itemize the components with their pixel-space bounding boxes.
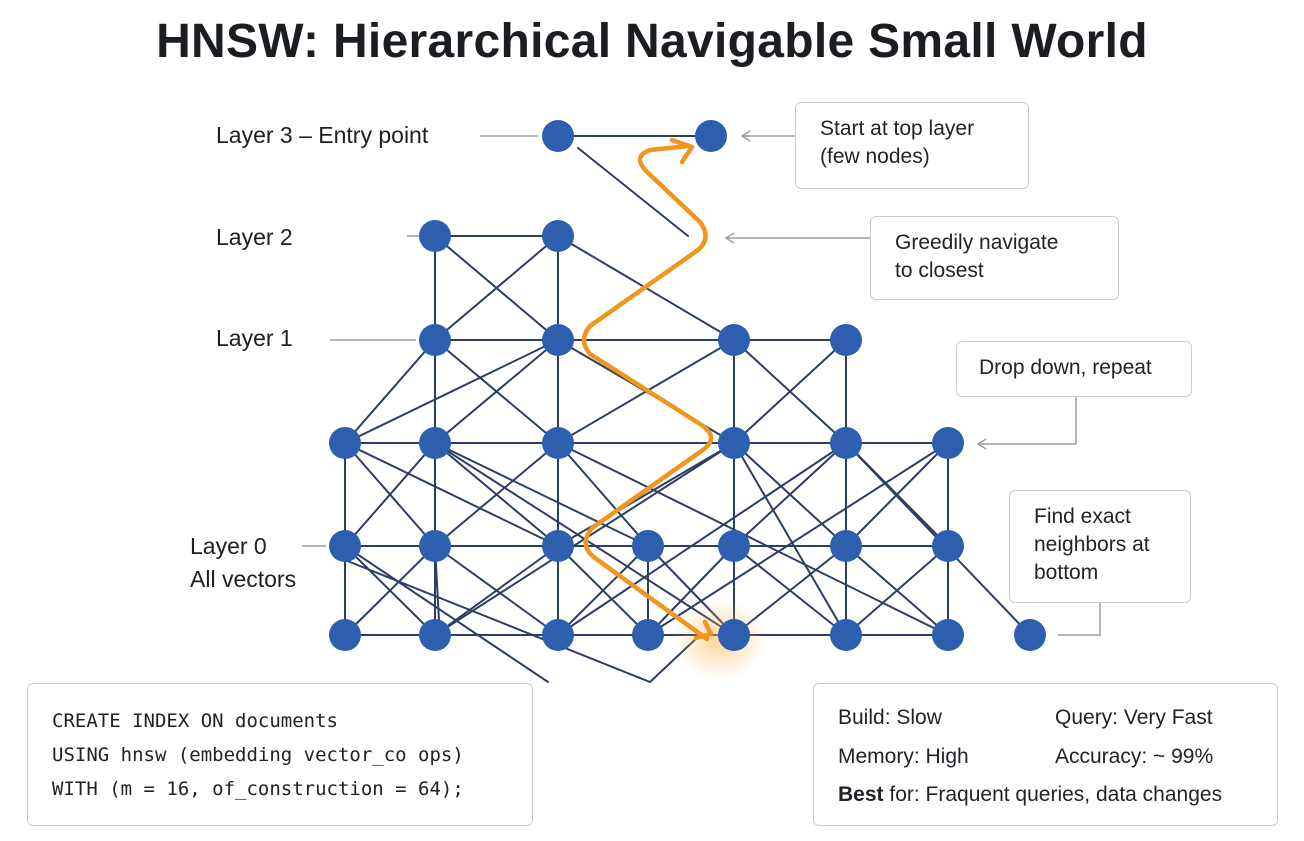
stat-query: Query: Very Fast [1055,706,1213,729]
graph-edge [557,442,949,636]
graph-node [419,324,451,356]
graph-node [329,619,361,651]
layer-3-label: Layer 3 – Entry point [216,122,429,148]
graph-edge [344,559,651,683]
callout-find-line-3: bottom [1034,561,1099,584]
graph-edge [434,235,559,341]
graph-edge [344,442,559,547]
graph-node [329,427,361,459]
stats-box: Build: Slow Query: Very Fast Memory: Hig… [813,683,1278,826]
graph-edge [845,545,949,636]
graph-edge [344,545,549,683]
graph-node [830,427,862,459]
search-path-end-arrowhead [693,619,714,641]
graph-node [632,530,664,562]
graph-node [1014,619,1046,651]
graph-edge [434,442,649,547]
graph-node [542,120,574,152]
stat-build: Build: Slow [838,706,942,729]
code-line-2: USING hnsw (embedding vector_co ops) [52,744,464,766]
graph-node [830,324,862,356]
graph-edge [733,442,847,636]
callout-find-neighbors: Find exact neighbors at bottom [1009,490,1191,603]
search-path-start-arrowhead [669,137,695,165]
graph-node [542,324,574,356]
graph-edge [557,442,735,547]
graph-node [718,324,750,356]
graph-node [419,220,451,252]
graph-node [830,619,862,651]
connector-lines [302,130,1101,636]
graph-node [542,530,574,562]
layer-0-sublabel: All vectors [190,566,297,592]
graph-node [932,619,964,651]
graph-edge [557,442,847,636]
graph-edge [344,442,436,547]
graph-edge [845,442,949,547]
graph-edge [577,147,689,237]
graph-edge [344,545,436,636]
callout-start-top-layer: Start at top layer (few nodes) [795,102,1029,189]
graph-edge [733,442,847,547]
graph-edge [344,339,559,444]
callout-start-line-2: (few nodes) [820,145,930,168]
graph-edge [557,442,649,547]
callout-greedy-line-1: Greedily navigate [895,231,1059,254]
code-line-3: WITH (m = 16, of_construction = 64); [52,778,464,800]
graph-node [419,619,451,651]
stat-memory: Memory: High [838,745,969,768]
graph-node [718,619,750,651]
graph-edge [557,545,649,636]
stat-best-for: Best for: Fraquent queries, data changes [838,783,1222,807]
graph-nodes [329,120,1046,651]
graph-edge [733,339,847,444]
graph-edge [647,442,949,636]
graph-node [932,530,964,562]
graph-node [419,427,451,459]
callout-find-line-2: neighbors at [1034,533,1150,556]
stat-best-label: Best [838,783,884,806]
graph-node [542,619,574,651]
code-line-1: CREATE INDEX ON documents [52,710,338,732]
graph-edge [434,442,559,547]
stat-best-value: for: Fraquent queries, data changes [883,783,1223,806]
callout-find-line-1: Find exact [1034,505,1131,528]
callout-greedy-line-2: to closest [895,259,984,282]
graph-node [542,220,574,252]
callout-greedy-navigate: Greedily navigate to closest [870,216,1119,300]
page-title: HNSW: Hierarchical Navigable Small World [156,15,1148,68]
graph-node [718,530,750,562]
layer-0-label: Layer 0 [190,533,267,559]
graph-edge [434,339,559,444]
search-path-arrow [581,143,714,642]
graph-node [419,530,451,562]
graph-node [542,427,574,459]
graph-node [830,530,862,562]
callout-drop-down: Drop down, repeat [956,341,1192,397]
stat-accuracy: Accuracy: ~ 99% [1055,745,1214,768]
graph-node [695,120,727,152]
callout-drop-line-1: Drop down, repeat [979,356,1152,379]
layer-2-label: Layer 2 [216,224,293,250]
graph-node [718,427,750,459]
graph-node [329,530,361,562]
graph-node [632,619,664,651]
graph-node [932,427,964,459]
layer-1-label: Layer 1 [216,325,293,351]
callout-start-line-1: Start at top layer [820,117,975,140]
graph-edge [344,339,436,444]
